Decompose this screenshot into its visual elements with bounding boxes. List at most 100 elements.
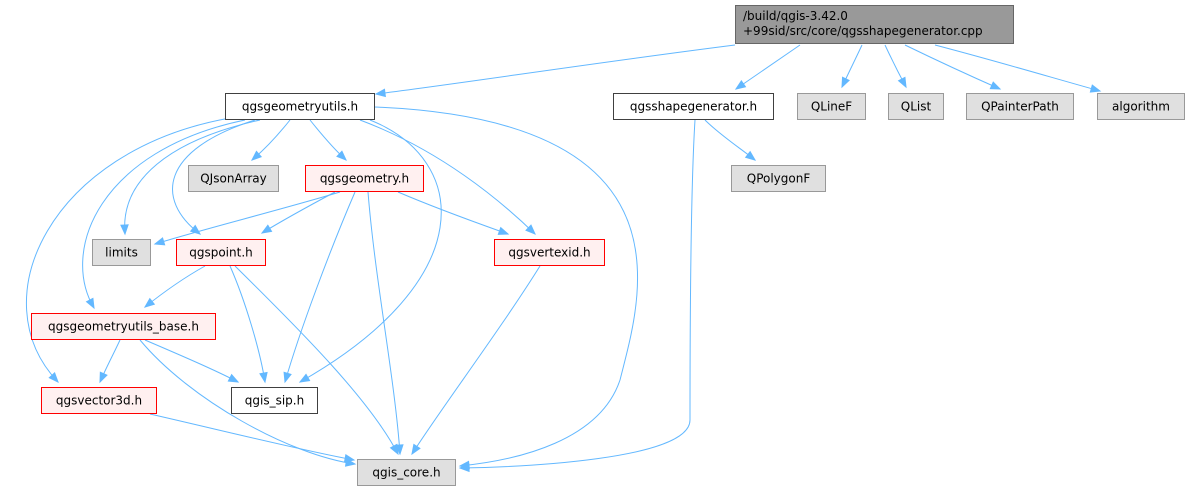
edge-line [124, 119, 261, 235]
node-box [1097, 93, 1185, 120]
edge-line [172, 119, 256, 235]
edge-arrowhead [153, 237, 166, 246]
edge-qgsgeometryutils_base-to-qgsvector3d [99, 339, 121, 384]
node-qlinef[interactable]: QLineF [797, 93, 866, 120]
edge-line [411, 265, 541, 455]
edge-arrowhead [48, 372, 59, 383]
node-qgis_core[interactable]: qgis_core.h [357, 459, 456, 486]
edge-arrowhead [99, 371, 108, 384]
edge-arrowhead [227, 373, 240, 383]
node-qgspoint[interactable]: qgspoint.h [176, 239, 266, 266]
edge-line [299, 119, 442, 383]
node-qgsshapegenerator[interactable]: qgsshapegenerator.h [613, 93, 774, 120]
node-box [305, 165, 424, 192]
node-box [966, 93, 1074, 120]
edge-root-to-qgsshapegenerator [734, 44, 801, 90]
edge-qgsgeometryutils-to-qgis_sip [298, 119, 442, 383]
node-root[interactable]: /build/qgis-3.42.0+99sid/src/core/qgssha… [735, 5, 1014, 44]
edge-qgsgeometry-to-qgis_sip [283, 191, 356, 384]
node-qpolygonf[interactable]: QPolygonF [731, 165, 826, 192]
node-label: qgsvertexid.h [508, 246, 590, 260]
edge-qgsgeometryutils-to-qgsvector3d [25, 117, 231, 383]
edge-qgspoint-to-qgis_core [234, 265, 399, 456]
edge-line [373, 106, 639, 467]
edge-root-to-qgsgeometryutils [374, 44, 736, 98]
node-box [797, 93, 866, 120]
nodes-layer: /build/qgis-3.42.0+99sid/src/core/qgssha… [31, 5, 1185, 486]
node-qgis_sip[interactable]: qgis_sip.h [231, 387, 318, 414]
edge-arrowhead [497, 226, 510, 235]
node-box [231, 387, 318, 414]
node-qgsgeometry[interactable]: qgsgeometry.h [305, 165, 424, 192]
node-qgsvector3d[interactable]: qgsvector3d.h [41, 387, 157, 414]
edge-line [139, 339, 356, 465]
node-algorithm[interactable]: algorithm [1097, 93, 1185, 120]
node-qgsvertexid[interactable]: qgsvertexid.h [494, 239, 605, 266]
edge-line [367, 191, 401, 455]
edge-arrowhead [734, 80, 747, 90]
edge-qgspoint-to-qgsgeometryutils_base [143, 265, 206, 308]
edge-line [144, 265, 206, 308]
edge-arrowhead [525, 224, 536, 235]
node-qgsgeometryutils[interactable]: qgsgeometryutils.h [225, 93, 375, 120]
node-label: limits [105, 246, 138, 260]
node-label: qgsgeometryutils_base.h [48, 320, 199, 334]
edge-arrowhead [120, 224, 129, 236]
edge-qgsgeometryutils-to-qgsgeometry [309, 119, 347, 161]
edge-qgsshapegenerator-to-qpolygonf [704, 119, 757, 161]
node-label: QLineF [811, 100, 852, 114]
node-label: qgsshapegenerator.h [630, 100, 757, 114]
edge-arrowhead [85, 297, 95, 310]
edge-qgsgeometryutils-to-qgsgeometryutils_base [82, 119, 246, 310]
edge-qgsvector3d-to-qgis_core [149, 413, 356, 463]
edge-qgsshapegenerator-to-qgis_core [458, 119, 696, 473]
edge-arrowhead [250, 150, 263, 161]
node-box [357, 459, 456, 486]
edge-root-to-algorithm [934, 44, 1102, 93]
edge-qgsgeometryutils-to-qgsvertexid [359, 119, 536, 235]
edge-line [904, 44, 1001, 90]
edge-arrowhead [897, 76, 907, 89]
edges-layer [25, 44, 1102, 473]
node-box [735, 5, 1014, 44]
edge-arrowhead [458, 463, 470, 473]
edge-arrowhead [389, 443, 399, 456]
node-box [188, 165, 279, 192]
edge-arrowhead [298, 373, 311, 383]
node-limits[interactable]: limits [92, 239, 151, 266]
edge-line [459, 119, 696, 469]
edge-line [934, 44, 1101, 92]
node-qjsonarray[interactable]: QJsonArray [188, 165, 279, 192]
node-label: qgsgeometry.h [320, 172, 409, 186]
node-label: qgis_sip.h [245, 394, 304, 408]
node-label: QList [901, 100, 932, 114]
edge-arrowhead [259, 371, 268, 384]
edge-arrowhead [143, 297, 156, 308]
edge-arrowhead [283, 371, 292, 384]
edge-arrowhead [1089, 84, 1102, 93]
edge-qgsgeometryutils-to-qjsonarray [250, 119, 291, 161]
node-box [225, 93, 375, 120]
node-qlist[interactable]: QList [888, 93, 944, 120]
node-qgsgeometryutils_base[interactable]: qgsgeometryutils_base.h [31, 313, 216, 340]
node-box [31, 313, 216, 340]
edge-line [154, 191, 341, 245]
node-box [731, 165, 826, 192]
node-label: algorithm [1112, 100, 1170, 114]
edge-arrowhead [841, 76, 850, 89]
edge-arrowhead [374, 88, 386, 98]
node-box [494, 239, 605, 266]
edge-root-to-qpainterpath [904, 44, 1002, 90]
edge-arrowhead [343, 453, 356, 463]
edge-line [234, 265, 399, 455]
node-box [888, 93, 944, 120]
node-label: qgsgeometryutils.h [242, 100, 358, 114]
node-box [92, 239, 151, 266]
node-qpainterpath[interactable]: QPainterPath [966, 93, 1074, 120]
edge-arrowhead [260, 224, 273, 234]
node-box [613, 93, 774, 120]
edge-line [359, 119, 536, 235]
node-label: /build/qgis-3.42.0 [743, 9, 848, 23]
node-label: qgspoint.h [189, 246, 253, 260]
